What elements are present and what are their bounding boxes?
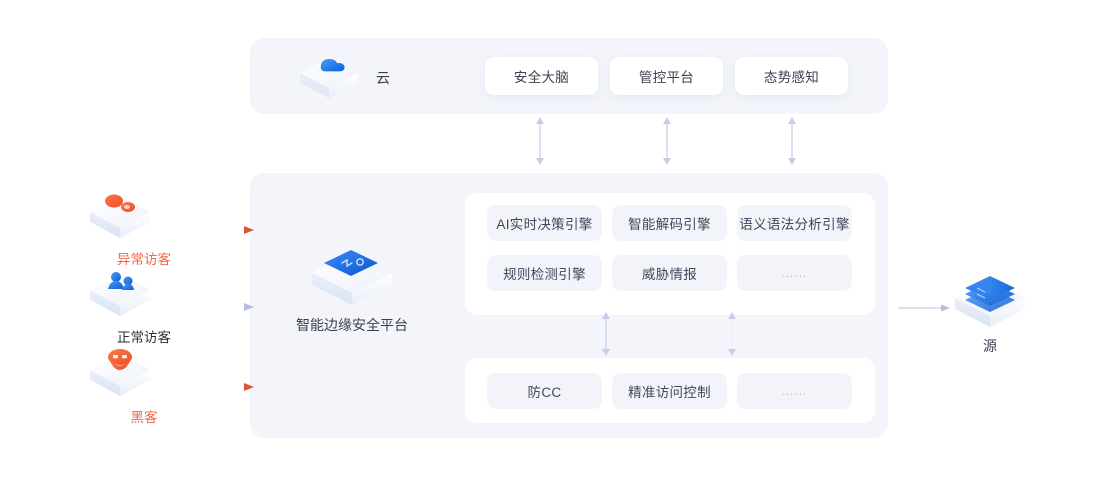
abnormal-visitor-icon <box>84 190 204 246</box>
arrow-edge-to-origin <box>898 302 950 314</box>
visitor-normal-label: 正常访客 <box>117 330 171 345</box>
normal-visitor-icon <box>84 268 204 324</box>
connector-cloud-to-edge-3 <box>786 117 798 165</box>
origin-server-icon <box>930 272 1050 332</box>
arrow-normal-to-edge <box>176 301 254 313</box>
visitor-hacker: 黑客 <box>84 348 204 426</box>
connector-cloud-to-edge-2 <box>661 117 673 165</box>
hacker-icon <box>84 348 204 404</box>
engine-card-rule-detection[interactable]: 规则检测引擎 <box>487 255 602 291</box>
origin-node-label: 源 <box>983 338 997 354</box>
connector-engine-to-policy-2 <box>726 312 738 356</box>
engine-card-ai-realtime-decision[interactable]: AI实时决策引擎 <box>487 205 602 241</box>
policy-card-more[interactable]: …… <box>737 373 852 409</box>
policy-card-precise-access-control[interactable]: 精准访问控制 <box>612 373 727 409</box>
connector-engine-to-policy-1 <box>600 312 612 356</box>
engine-card-threat-intelligence[interactable]: 威胁情报 <box>612 255 727 291</box>
arrow-hacker-to-edge <box>176 381 254 393</box>
cloud-card-security-brain[interactable]: 安全大脑 <box>485 57 598 95</box>
engine-card-smart-decoding[interactable]: 智能解码引擎 <box>612 205 727 241</box>
connector-cloud-to-edge-1 <box>534 117 546 165</box>
visitor-hacker-label: 黑客 <box>130 410 158 425</box>
origin-server: 源 <box>930 272 1050 356</box>
edge-node-label: 智能边缘安全平台 <box>296 317 408 333</box>
edge-security-platform-icon <box>282 245 422 309</box>
engine-card-semantic-syntax-analysis[interactable]: 语义语法分析引擎 <box>737 205 852 241</box>
visitor-abnormal-label: 异常访客 <box>117 252 171 267</box>
cloud-node-label: 云 <box>376 70 390 86</box>
visitor-normal: 正常访客 <box>84 268 204 346</box>
policy-card-anti-cc[interactable]: 防CC <box>487 373 602 409</box>
visitor-abnormal: 异常访客 <box>84 190 204 268</box>
edge-node: 智能边缘安全平台 <box>282 245 422 335</box>
engine-card-more[interactable]: …… <box>737 255 852 291</box>
cloud-node: 云 <box>296 52 390 104</box>
arrow-abnormal-to-edge <box>176 224 254 236</box>
cloud-card-management-platform[interactable]: 管控平台 <box>610 57 723 95</box>
cloud-card-situational-awareness[interactable]: 态势感知 <box>735 57 848 95</box>
cloud-platform-icon <box>296 52 362 104</box>
